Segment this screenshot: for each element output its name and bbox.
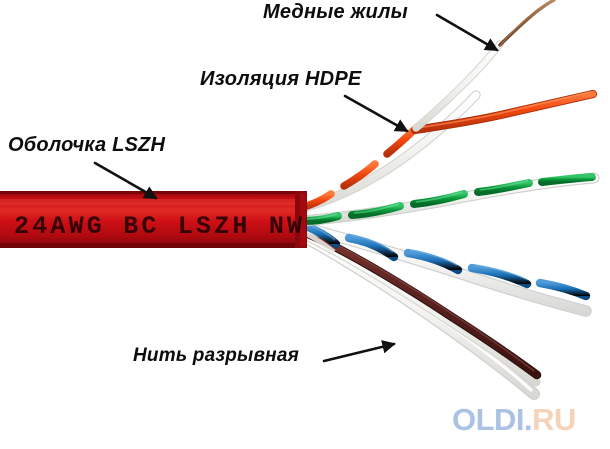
green-pair-wire (293, 172, 600, 227)
callout-arrows (93, 13, 499, 363)
blue-pair-wire (294, 220, 592, 317)
cable-jacket (0, 191, 307, 248)
watermark: OLDI.RU (452, 404, 576, 435)
callout-label-copper: Медные жилы (263, 1, 408, 23)
watermark-oldi: OLDI. (452, 402, 533, 437)
arrow-copper (435, 13, 499, 52)
watermark-ru: RU (532, 402, 576, 437)
callout-label-lszh: Оболочка LSZH (8, 134, 166, 156)
arrow-ripcord (322, 340, 396, 363)
orange-pair-wire (294, 40, 598, 214)
copper-conductor-wire (498, 0, 556, 48)
arrow-hdpe (343, 94, 409, 133)
callout-label-hdpe: Изоляция HDPE (200, 68, 362, 90)
jacket-print-text: 24AWG BC LSZH NW (14, 212, 305, 241)
arrow-lszh (93, 161, 158, 200)
callout-label-ripcord: Нить разрывная (133, 345, 299, 366)
